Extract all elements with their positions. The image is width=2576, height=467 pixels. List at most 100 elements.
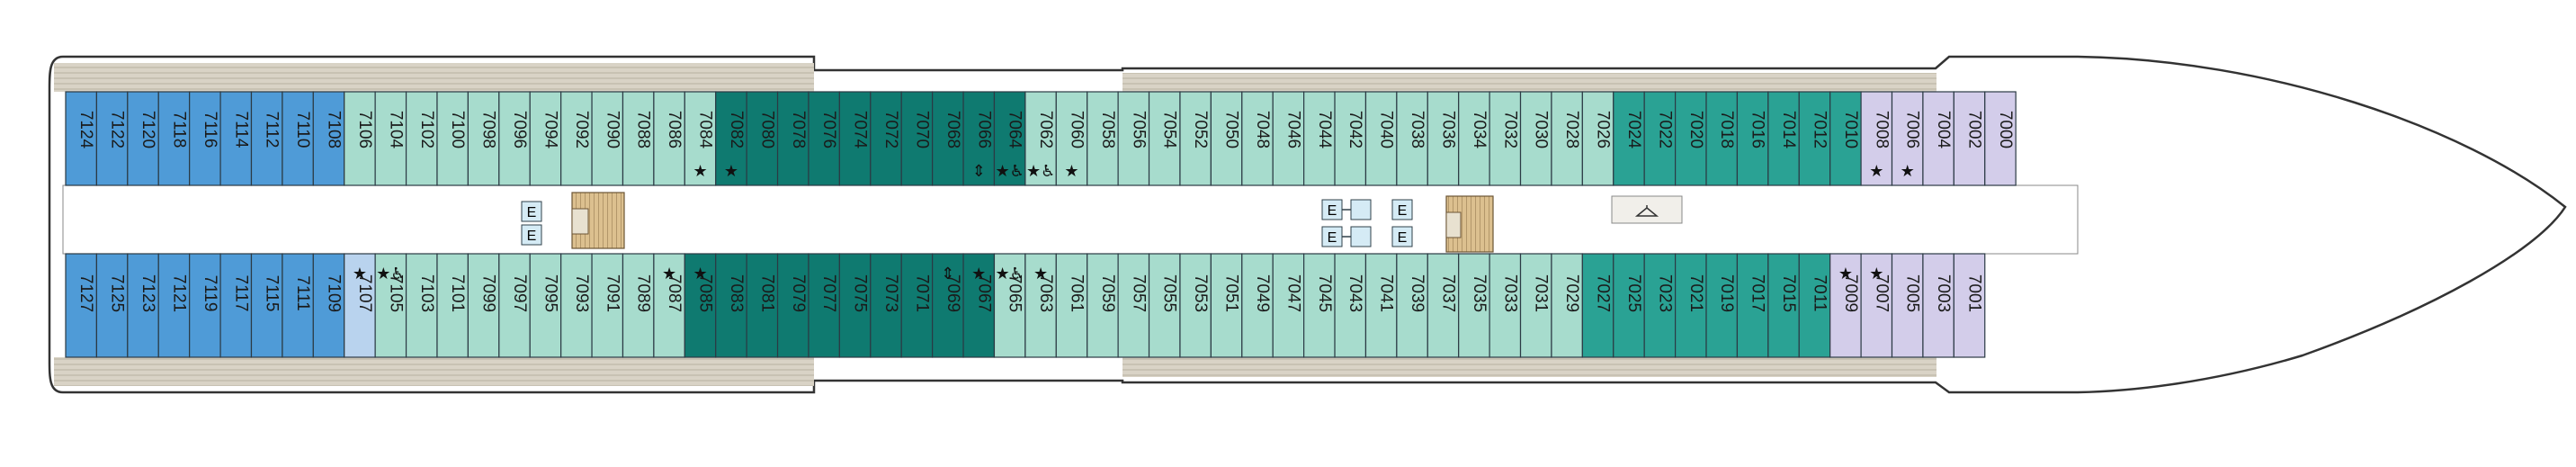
cabin-7110[interactable]: 7110	[282, 91, 314, 186]
cabin-7028[interactable]: 7028	[1551, 91, 1583, 186]
cabin-7007[interactable]: 7007★	[1860, 253, 1893, 358]
cabin-7092[interactable]: 7092	[560, 91, 593, 186]
cabin-7034[interactable]: 7034	[1458, 91, 1490, 186]
cabin-7104[interactable]: 7104	[374, 91, 407, 186]
cabin-7026[interactable]: 7026	[1581, 91, 1614, 186]
cabin-7107[interactable]: 7107★	[344, 253, 376, 358]
cabin-7077[interactable]: 7077	[808, 253, 840, 358]
cabin-7042[interactable]: 7042	[1334, 91, 1367, 186]
cabin-7127[interactable]: 7127	[65, 253, 98, 358]
cabin-7033[interactable]: 7033	[1489, 253, 1522, 358]
cabin-7101[interactable]: 7101	[436, 253, 470, 358]
cabin-7078[interactable]: 7078	[776, 91, 809, 186]
cabin-7018[interactable]: 7018	[1705, 91, 1739, 186]
cabin-7079[interactable]: 7079	[776, 253, 809, 358]
cabin-7083[interactable]: 7083	[715, 253, 747, 358]
cabin-7086[interactable]: 7086	[653, 91, 685, 186]
cabin-7024[interactable]: 7024	[1613, 91, 1645, 186]
cabin-7124[interactable]: 7124	[65, 91, 98, 186]
cabin-7046[interactable]: 7046	[1272, 91, 1305, 186]
cabin-7001[interactable]: 7001	[1953, 253, 1986, 358]
cabin-7037[interactable]: 7037	[1427, 253, 1460, 358]
cabin-7017[interactable]: 7017	[1736, 253, 1769, 358]
cabin-7043[interactable]: 7043	[1334, 253, 1367, 358]
cabin-7006[interactable]: 7006★	[1891, 91, 1924, 186]
cabin-7019[interactable]: 7019	[1705, 253, 1739, 358]
cabin-7090[interactable]: 7090	[591, 91, 624, 186]
cabin-7096[interactable]: 7096	[498, 91, 531, 186]
cabin-7009[interactable]: 7009★	[1829, 253, 1862, 358]
cabin-7045[interactable]: 7045	[1303, 253, 1336, 358]
cabin-7100[interactable]: 7100	[436, 91, 470, 186]
cabin-7088[interactable]: 7088	[622, 91, 655, 186]
cabin-7089[interactable]: 7089	[622, 253, 655, 358]
cabin-7004[interactable]: 7004	[1922, 91, 1954, 186]
cabin-7066[interactable]: 7066⇕	[962, 91, 996, 186]
cabin-7098[interactable]: 7098	[467, 91, 500, 186]
cabin-7065[interactable]: 7065★♿	[993, 253, 1026, 358]
cabin-7025[interactable]: 7025	[1613, 253, 1645, 358]
cabin-7117[interactable]: 7117	[219, 253, 253, 358]
cabin-7011[interactable]: 7011	[1798, 253, 1831, 358]
cabin-7082[interactable]: 7082★	[715, 91, 747, 186]
cabin-7064[interactable]: 7064★♿	[993, 91, 1026, 186]
cabin-7039[interactable]: 7039	[1396, 253, 1428, 358]
cabin-7071[interactable]: 7071	[900, 253, 934, 358]
cabin-7119[interactable]: 7119	[189, 253, 221, 358]
cabin-7123[interactable]: 7123	[127, 253, 159, 358]
cabin-7062[interactable]: 7062★♿	[1024, 91, 1057, 186]
cabin-7036[interactable]: 7036	[1427, 91, 1460, 186]
cabin-7000[interactable]: 7000	[1984, 91, 2017, 186]
cabin-7052[interactable]: 7052	[1179, 91, 1212, 186]
cabin-7074[interactable]: 7074	[838, 91, 872, 186]
cabin-7103[interactable]: 7103	[405, 253, 438, 358]
cabin-7010[interactable]: 7010	[1829, 91, 1862, 186]
cabin-7102[interactable]: 7102	[405, 91, 438, 186]
cabin-7005[interactable]: 7005	[1891, 253, 1924, 358]
cabin-7067[interactable]: 7067★	[962, 253, 996, 358]
cabin-7032[interactable]: 7032	[1489, 91, 1522, 186]
cabin-7054[interactable]: 7054	[1148, 91, 1181, 186]
cabin-7044[interactable]: 7044	[1303, 91, 1336, 186]
cabin-7021[interactable]: 7021	[1674, 253, 1707, 358]
cabin-7109[interactable]: 7109	[312, 253, 345, 358]
cabin-7035[interactable]: 7035	[1458, 253, 1490, 358]
cabin-7085[interactable]: 7085★	[684, 253, 717, 358]
cabin-7012[interactable]: 7012	[1798, 91, 1831, 186]
cabin-7059[interactable]: 7059	[1087, 253, 1119, 358]
cabin-7058[interactable]: 7058	[1087, 91, 1119, 186]
cabin-7027[interactable]: 7027	[1581, 253, 1614, 358]
cabin-7094[interactable]: 7094	[529, 91, 562, 186]
cabin-7099[interactable]: 7099	[467, 253, 500, 358]
cabin-7029[interactable]: 7029	[1551, 253, 1583, 358]
cabin-7118[interactable]: 7118	[157, 91, 191, 186]
cabin-7084[interactable]: 7084★	[684, 91, 717, 186]
cabin-7002[interactable]: 7002	[1953, 91, 1986, 186]
cabin-7115[interactable]: 7115	[250, 253, 283, 358]
cabin-7093[interactable]: 7093	[560, 253, 593, 358]
cabin-7112[interactable]: 7112	[250, 91, 283, 186]
cabin-7068[interactable]: 7068	[932, 91, 964, 186]
cabin-7031[interactable]: 7031	[1519, 253, 1552, 358]
cabin-7055[interactable]: 7055	[1148, 253, 1181, 358]
cabin-7003[interactable]: 7003	[1922, 253, 1954, 358]
cabin-7122[interactable]: 7122	[95, 91, 129, 186]
cabin-7022[interactable]: 7022	[1643, 91, 1677, 186]
cabin-7106[interactable]: 7106	[344, 91, 376, 186]
cabin-7076[interactable]: 7076	[808, 91, 840, 186]
cabin-7041[interactable]: 7041	[1364, 253, 1398, 358]
cabin-7125[interactable]: 7125	[95, 253, 129, 358]
cabin-7030[interactable]: 7030	[1519, 91, 1552, 186]
cabin-7014[interactable]: 7014	[1767, 91, 1800, 186]
cabin-7073[interactable]: 7073	[870, 253, 902, 358]
cabin-7114[interactable]: 7114	[219, 91, 253, 186]
cabin-7069[interactable]: 7069⇕	[932, 253, 964, 358]
cabin-7063[interactable]: 7063★	[1024, 253, 1057, 358]
cabin-7040[interactable]: 7040	[1364, 91, 1398, 186]
cabin-7051[interactable]: 7051	[1210, 253, 1243, 358]
cabin-7053[interactable]: 7053	[1179, 253, 1212, 358]
cabin-7050[interactable]: 7050	[1210, 91, 1243, 186]
cabin-7049[interactable]: 7049	[1241, 253, 1274, 358]
cabin-7048[interactable]: 7048	[1241, 91, 1274, 186]
cabin-7023[interactable]: 7023	[1643, 253, 1677, 358]
